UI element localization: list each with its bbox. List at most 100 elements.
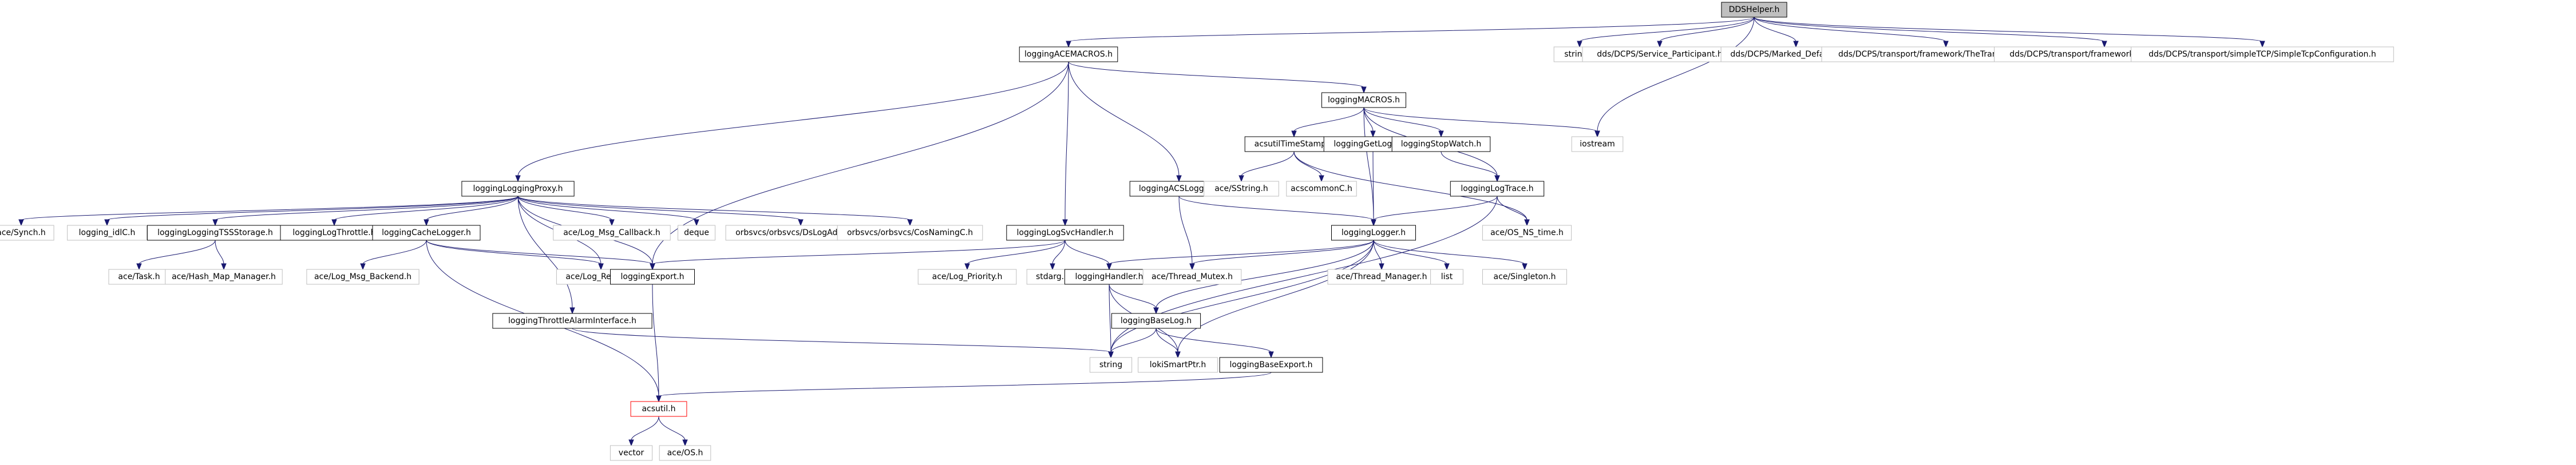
edge-line <box>572 328 1111 353</box>
edge-line <box>334 196 519 221</box>
node-loggingmacros-h[interactable]: loggingMACROS.h <box>1321 92 1406 108</box>
node-acscommonc-h: acscommonC.h <box>1286 181 1357 197</box>
node-label: acsutil.h <box>642 404 675 414</box>
arrowhead-icon <box>598 263 604 271</box>
node-deque: deque <box>678 225 715 241</box>
node-loggingbaseexport-h[interactable]: loggingBaseExport.h <box>1219 357 1323 373</box>
node-label: ace/Thread_Mutex.h <box>1152 272 1233 281</box>
edge-loggingacemacros-to-logginglogsvchandler <box>1062 61 1069 226</box>
node-box <box>1321 92 1406 108</box>
arrowhead-icon <box>1106 263 1112 271</box>
arrowhead-icon <box>1066 41 1071 48</box>
edge-line <box>517 196 801 221</box>
edge-line <box>1052 240 1066 265</box>
node-loggingthrottlealarminterface-h[interactable]: loggingThrottleAlarmInterface.h <box>492 313 652 329</box>
node-box <box>837 225 983 241</box>
edge-line <box>1754 17 2105 42</box>
node-box <box>1019 46 1118 62</box>
edge-acsutiltimestamp-to-acscommonc <box>1293 151 1324 182</box>
edge-loggingstopwatch-to-logginglogtrace <box>1441 151 1500 182</box>
node-label: deque <box>684 228 709 237</box>
node-list: list <box>1430 269 1463 285</box>
node-box <box>610 445 653 461</box>
edge-loggingcachelogger-to-acelogmsgbackend <box>360 240 427 271</box>
node-label: ace/Log_Priority.h <box>932 272 1003 281</box>
edge-logginglogsvchandler-to-loggingexport <box>650 240 1066 271</box>
arrowhead-icon <box>656 395 662 403</box>
edge-logginglogsvchandler-to-logginghandler <box>1065 240 1112 271</box>
node-loggingloggingproxy-h[interactable]: loggingLoggingProxy.h <box>461 181 575 197</box>
node-label: dds/DCPS/Service_Participant.h <box>1597 50 1722 59</box>
node-label: loggingLoggingProxy.h <box>473 184 563 193</box>
edge-loggingacslogger-to-logginglogger <box>1178 196 1376 226</box>
edge-line <box>1065 61 1069 221</box>
node-label: loggingACEMACROS.h <box>1024 50 1113 59</box>
node-box <box>108 269 170 285</box>
node-logginglogsvchandler-h[interactable]: loggingLogSvcHandler.h <box>1006 225 1124 241</box>
node-box <box>1006 225 1124 241</box>
arrowhead-icon <box>2260 41 2265 48</box>
node-ace-thread-mutex-h: ace/Thread_Mutex.h <box>1142 269 1242 285</box>
node-box <box>917 269 1017 285</box>
edge-line <box>967 240 1066 265</box>
arrowhead-icon <box>964 263 970 271</box>
arrowhead-icon <box>1494 175 1500 182</box>
node-loggingbaselog-h[interactable]: loggingBaseLog.h <box>1111 313 1201 329</box>
node-label: loggingLogThrottle.h <box>292 228 375 237</box>
edge-loggingloggingproxy-to-loggingcachelogger <box>424 196 519 226</box>
node-box <box>659 445 711 461</box>
node-loggingacemacros-h[interactable]: loggingACEMACROS.h <box>1019 46 1118 62</box>
node-box <box>280 225 389 241</box>
arrowhead-icon <box>1444 263 1450 271</box>
node-box <box>1142 269 1242 285</box>
arrowhead-icon <box>1050 263 1055 271</box>
node-label: loggingBaseExport.h <box>1229 360 1312 369</box>
edge-line <box>426 196 519 221</box>
node-logginglogtrace-h[interactable]: loggingLogTrace.h <box>1450 181 1545 197</box>
edge-line <box>1109 284 1111 353</box>
edge-line <box>517 196 573 309</box>
edge-acsutiltimestamp-to-acesstring <box>1238 151 1295 182</box>
edge-logginglogtrace-to-logginglogger <box>1371 196 1498 226</box>
node-ddshelper-h: DDSHelper.h <box>1721 2 1787 18</box>
node-box <box>630 401 687 417</box>
node-label: ace/Log_Msg_Callback.h <box>563 228 660 237</box>
arrowhead-icon <box>1438 130 1444 138</box>
node-loggingexport-h[interactable]: loggingExport.h <box>610 269 695 285</box>
edge-loggingloggingproxy-to-dslogadminc <box>517 196 804 226</box>
arrowhead-icon <box>1189 263 1195 271</box>
node-box <box>678 225 715 241</box>
node-box <box>1138 357 1218 373</box>
edge-line <box>426 240 653 265</box>
edge-logginghandler-to-loggingbaselog <box>1109 284 1159 315</box>
node-label: ace/Task.h <box>118 272 160 281</box>
node-box <box>1482 269 1567 285</box>
node-ace-log-msg-backend-h: ace/Log_Msg_Backend.h <box>306 269 420 285</box>
node-label: vector <box>619 448 644 458</box>
arrowhead-icon <box>104 219 110 226</box>
node-logginglogthrottle-h[interactable]: loggingLogThrottle.h <box>280 225 389 241</box>
node-loggingstopwatch-h[interactable]: loggingStopWatch.h <box>1391 136 1491 152</box>
node-logging-idlc-h: logging_idlC.h <box>67 225 147 241</box>
edge-loggingloggingproxy-to-acesynch <box>18 196 519 226</box>
edge-acsutil-to-vector <box>628 416 659 447</box>
node-logginghandler-h[interactable]: loggingHandler.h <box>1064 269 1154 285</box>
node-box <box>1450 181 1545 197</box>
edge-loggingmacros-to-acsutiltimestamp <box>1291 107 1364 138</box>
edge-loggingloggingproxy-to-logginglogthrottle <box>331 196 519 226</box>
arrowhead-icon <box>694 219 699 226</box>
edge-line <box>1597 17 1755 132</box>
arrowhead-icon <box>331 219 337 226</box>
node-logginglogger-h[interactable]: loggingLogger.h <box>1331 225 1416 241</box>
node-loggingcachelogger-h[interactable]: loggingCacheLogger.h <box>372 225 481 241</box>
edge-line <box>1068 61 1180 177</box>
node-box <box>165 269 283 285</box>
node-acsutil-h[interactable]: acsutil.h <box>630 401 687 417</box>
arrowhead-icon <box>1657 41 1663 48</box>
node-box <box>1571 136 1624 152</box>
node-label: acscommonC.h <box>1291 184 1352 193</box>
edge-loggingbaselog-to-lokismartptr <box>1156 328 1181 359</box>
arrowhead-icon <box>18 219 24 226</box>
node-loggingloggingtssstorage-h[interactable]: loggingLoggingTSSStorage.h <box>147 225 284 241</box>
